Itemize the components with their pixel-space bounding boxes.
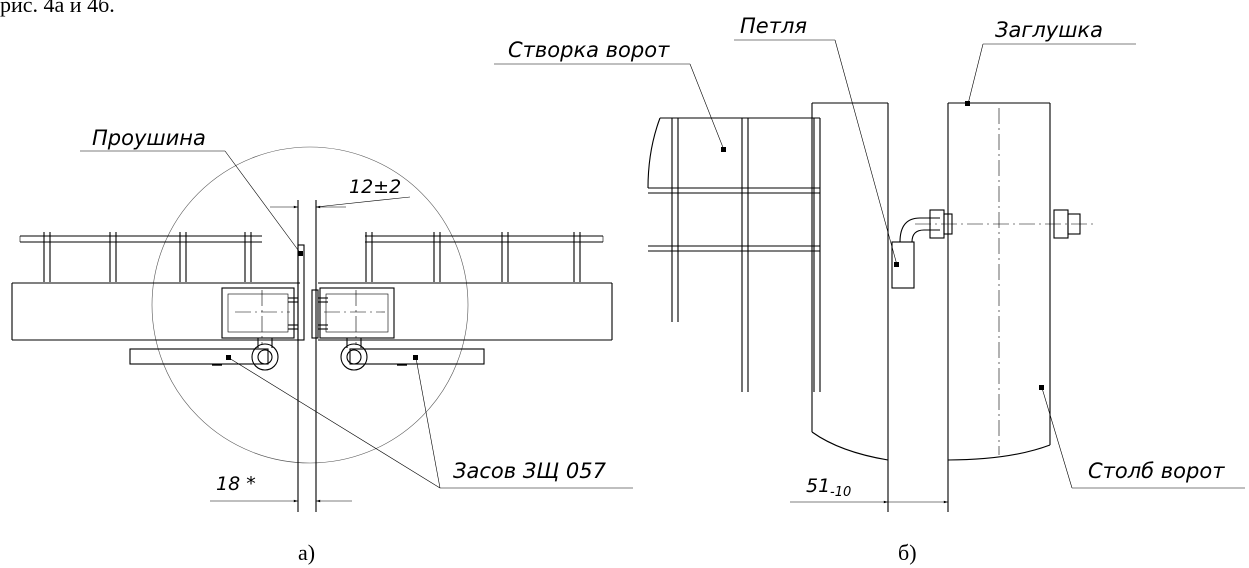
label-cap: Заглушка	[995, 18, 1103, 42]
main-post	[947, 102, 1051, 512]
leader-cap	[965, 43, 1136, 106]
left-beam	[11, 282, 300, 345]
hinge	[891, 209, 1095, 289]
leaf-post	[811, 102, 889, 512]
dimension-sub-text: -10	[830, 485, 851, 500]
leader-leaf	[494, 63, 726, 152]
label-hinge: Петля	[740, 14, 807, 38]
label-latch: Засов ЗЩ 057	[453, 459, 607, 483]
caption-b: б)	[898, 540, 917, 565]
left-gate-rail	[19, 232, 262, 282]
dimension-main-text: 51	[806, 475, 830, 497]
label-post: Столб ворот	[1088, 459, 1225, 483]
right-gate-rail	[365, 232, 604, 282]
view-b: 51 -10 Створка ворот Петля Заглушка	[494, 14, 1245, 565]
lug-plates	[297, 200, 319, 512]
right-latch	[340, 338, 485, 371]
label-lug: Проушина	[92, 126, 206, 150]
dimension-offset-text: 18 *	[216, 473, 256, 495]
left-latch	[129, 338, 279, 371]
dimension-gap	[270, 196, 411, 209]
leader-post	[1039, 385, 1245, 489]
caption-a: а)	[298, 540, 315, 565]
view-a: 12±2 18 * Проушина Засов ЗЩ 057 а)	[11, 126, 633, 565]
header-fragment: рис. 4а и 4б.	[0, 0, 115, 17]
gate-leaf	[647, 117, 821, 392]
label-leaf: Створка ворот	[508, 38, 670, 62]
leader-lug	[80, 150, 303, 256]
dimension-gap-text: 12±2	[349, 176, 401, 198]
view-a-circle	[151, 146, 469, 464]
leader-latch	[226, 355, 633, 489]
right-beam	[318, 282, 613, 345]
leader-hinge	[734, 39, 899, 267]
